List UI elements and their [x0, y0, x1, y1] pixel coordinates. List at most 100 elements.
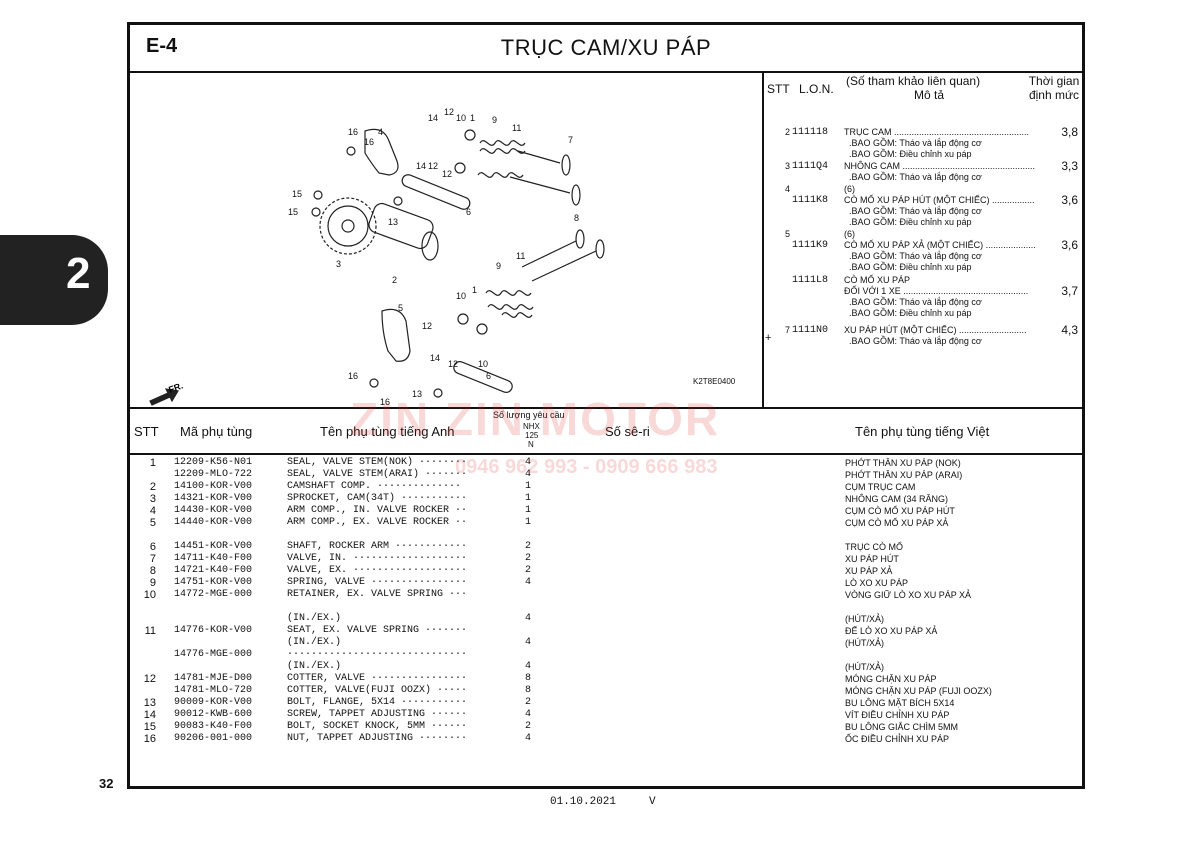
parts-row: (IN./EX.)4(HÚT/XẢ) — [130, 637, 1082, 649]
part-number: 14440-KOR-V00 — [174, 517, 253, 528]
part-qty: 2 — [525, 541, 532, 552]
part-name-vn: CỤM TRỤC CAM — [845, 482, 916, 492]
part-number: 14451-KOR-V00 — [174, 541, 253, 552]
part-number: 14781-MJE-D00 — [174, 673, 253, 684]
part-name-vn: PHỚT THÂN XU PÁP (NOK) — [845, 458, 961, 468]
labor-lon: 1111Q4 — [792, 161, 829, 172]
labor-stt-header: STT — [767, 82, 790, 96]
part-callout: 3 — [336, 259, 341, 269]
part-name-vn: BU LÔNG MẶT BÍCH 5X14 — [845, 698, 955, 708]
part-stt: 16 — [143, 733, 156, 745]
part-name-en: RETAINER, EX. VALVE SPRING ··· — [287, 589, 468, 600]
labor-desc-line: (6) — [844, 184, 855, 194]
part-callout: 15 — [292, 189, 302, 199]
part-number: 14321-KOR-V00 — [174, 493, 253, 504]
part-name-en: SPROCKET, CAM(34T) ··········· — [287, 493, 468, 504]
labor-desc-line: .BAO GỒM: Điều chỉnh xu páp — [844, 149, 972, 159]
part-name-en: (IN./EX.) — [287, 637, 342, 648]
labor-desc-line: .BAO GỒM: Tháo và lắp động cơ — [844, 297, 982, 307]
labor-desc-line: .BAO GỒM: Tháo và lắp động cơ — [844, 172, 982, 182]
part-qty: 4 — [525, 733, 532, 744]
labor-lon: 1111N0 — [792, 325, 829, 336]
labor-desc-line: CÒ MỔ XU PÁP — [844, 275, 911, 285]
part-number: 14772-MGE-000 — [174, 589, 253, 600]
part-number: 14751-KOR-V00 — [174, 577, 253, 588]
part-stt: 8 — [149, 565, 156, 577]
parts-row: 6 14451-KOR-V00 SHAFT, ROCKER ARM ········… — [130, 541, 1082, 553]
labor-time: 3,6 — [1061, 193, 1078, 207]
labor-plus-mark: + — [765, 332, 772, 344]
part-callout: 11 — [512, 123, 521, 133]
part-callout: 1 — [472, 285, 477, 295]
part-number: 14430-KOR-V00 — [174, 505, 253, 516]
part-number: 14776-MGE-000 — [174, 649, 253, 660]
part-callout: 12 — [448, 359, 458, 369]
part-stt: 9 — [149, 577, 156, 589]
chapter-tab: 2 — [0, 235, 108, 325]
page-frame: E-4 TRỤC CAM/XU PÁP — [127, 22, 1085, 789]
labor-desc-line: .BAO GỒM: Điều chỉnh xu páp — [844, 308, 972, 318]
labor-desc-line: .BAO GỒM: Tháo và lắp động cơ — [844, 138, 982, 148]
labor-table: STT L.O.N. (Số tham khảo liên quan) Mô t… — [762, 71, 1085, 407]
part-qty: 2 — [525, 697, 532, 708]
part-callout: 14 — [416, 161, 426, 171]
labor-lon: 1111K9 — [792, 240, 829, 251]
labor-desc-line: ĐỐI VỚI 1 XE ...........................… — [844, 286, 1029, 296]
footer-version: V — [649, 796, 656, 808]
labor-lon: 1111L8 — [792, 275, 829, 286]
fr-label: FR. — [167, 381, 184, 395]
labor-lon: 1111K8 — [792, 195, 829, 206]
parts-table: STT Mã phụ tùng Tên phụ tùng tiếng Anh S… — [130, 407, 1082, 789]
part-number: 90083-K40-F00 — [174, 721, 253, 732]
part-name-en: VALVE, EX. ··················· — [287, 565, 468, 576]
part-name-en: SHAFT, ROCKER ARM ············ — [287, 541, 468, 552]
labor-desc-line: NHÔNG CAM ..............................… — [844, 161, 1036, 171]
part-qty: 4 — [525, 709, 532, 720]
part-callout: 9 — [496, 261, 501, 271]
parts-number-header: Mã phụ tùng — [180, 424, 253, 439]
part-qty: 8 — [525, 685, 532, 696]
qty-sub: 125 — [525, 431, 539, 440]
part-callout: 4 — [378, 127, 383, 137]
part-callout: 16 — [348, 127, 358, 137]
labor-time: 4,3 — [1061, 323, 1078, 337]
labor-desc-line: CÒ MỔ XU PÁP HÚT (MỘT CHIẾC) ...........… — [844, 195, 1035, 205]
part-name-en: (IN./EX.) — [287, 661, 342, 672]
labor-desc-line: .BAO GỒM: Tháo và lắp động cơ — [844, 251, 982, 261]
part-qty: 4 — [525, 637, 532, 648]
part-qty: 1 — [525, 505, 532, 516]
parts-stt-header: STT — [134, 424, 159, 439]
part-name-en: BOLT, SOCKET KNOCK, 5MM ······ — [287, 721, 468, 732]
part-callout: 13 — [412, 389, 422, 399]
part-stt: 6 — [149, 541, 156, 553]
labor-desc: (6)CÒ MỔ XU PÁP XẢ (MỘT CHIẾC) .........… — [844, 229, 1052, 273]
part-name-en: ······························ — [287, 649, 468, 660]
labor-stt: 5 — [784, 229, 790, 239]
part-qty: 1 — [525, 517, 532, 528]
part-callout: 10 — [478, 359, 488, 369]
labor-desc-line: (6) — [844, 229, 855, 239]
part-name-en: SEAL, VALVE STEM(ARAI) ······· — [287, 469, 468, 480]
part-callout: 12 — [428, 161, 438, 171]
part-callout: 6 — [486, 371, 491, 381]
part-name-vn: CỤM CÒ MỔ XU PÁP HÚT — [845, 506, 955, 516]
part-number: 14711-K40-F00 — [174, 553, 253, 564]
part-callout: 5 — [398, 303, 403, 313]
part-qty: 4 — [525, 469, 532, 480]
part-number: 14781-MLO-720 — [174, 685, 253, 696]
chapter-number: 2 — [66, 249, 91, 298]
part-number: 90206-001-000 — [174, 733, 253, 744]
labor-desc-line: .BAO GỒM: Điều chỉnh xu páp — [844, 262, 972, 272]
labor-time: 3,6 — [1061, 238, 1078, 252]
part-number: 90009-KOR-V00 — [174, 697, 253, 708]
parts-en-header: Tên phụ tùng tiếng Anh — [320, 424, 455, 439]
part-name-en: SCREW, TAPPET ADJUSTING ······ — [287, 709, 468, 720]
